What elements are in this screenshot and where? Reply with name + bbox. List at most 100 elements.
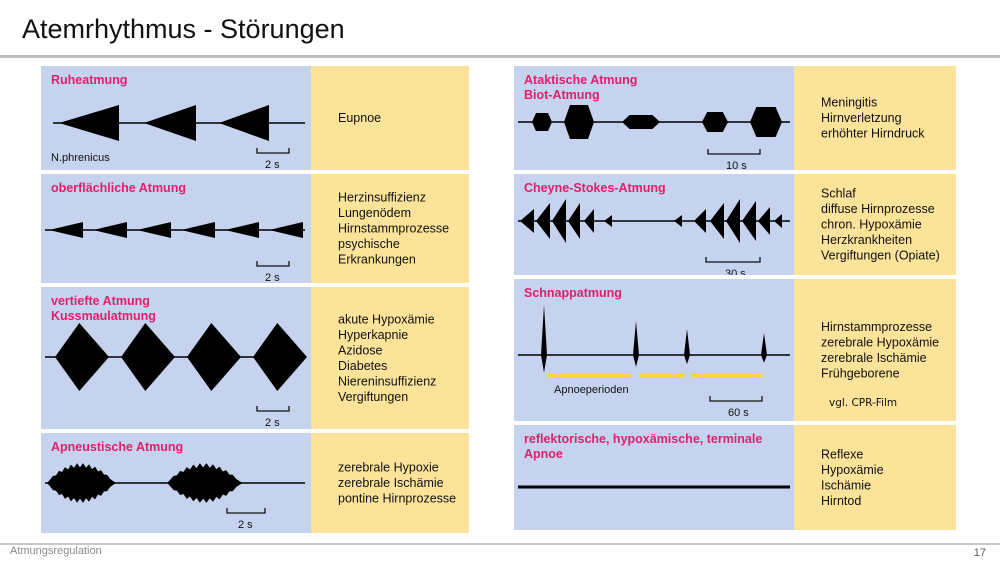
diagnosis-item: Diabetes — [338, 359, 387, 373]
panel-title: Apnoe — [524, 447, 563, 461]
panel-title: Ruheatmung — [51, 73, 127, 87]
diagnosis-item: Reflexe — [821, 447, 863, 461]
apneustic-burst — [167, 463, 259, 503]
gasp-spike — [684, 329, 690, 365]
title-divider — [0, 55, 1000, 58]
diagnosis-item: zerebrale Hypoxie — [338, 461, 439, 475]
diagnosis-area — [311, 287, 469, 429]
cheyne-stokes-burst — [552, 199, 566, 243]
right-panel-4: reflektorische, hypoxämische, terminaleA… — [514, 425, 956, 530]
panel-title: Biot-Atmung — [524, 88, 600, 102]
diagnosis-item: Vergiftungen (Opiate) — [821, 249, 940, 263]
diagnosis-item: Herzkrankheiten — [821, 233, 912, 247]
diagnosis-item: Hirnstammprozesse — [338, 222, 449, 236]
ataxic-burst — [622, 115, 660, 129]
panel-separator — [514, 421, 956, 425]
scale-label: 10 s — [726, 160, 747, 172]
breath-burst — [225, 222, 259, 238]
scale-bar — [256, 406, 290, 412]
apnoea-bar — [548, 373, 632, 378]
diagnosis-item: diffuse Hirnprozesse — [821, 202, 935, 216]
diagnosis-area — [311, 433, 469, 533]
apnoea-label: Apnoeperioden — [554, 384, 629, 396]
panel-title: Kussmaulatmung — [51, 309, 156, 323]
diagnosis-item: Lungenödem — [338, 206, 411, 220]
scale-bar — [707, 149, 761, 155]
ataxic-burst — [532, 113, 552, 131]
breath-burst — [59, 105, 119, 141]
nerve-label: N.phrenicus — [51, 152, 110, 164]
breath-burst — [269, 222, 303, 238]
panel-separator — [514, 170, 956, 174]
breath-burst — [181, 222, 215, 238]
diagnosis-item: Eupnoe — [338, 111, 381, 125]
diagnosis-item: Frühgeborene — [821, 366, 900, 380]
left-panel-2: oberflächliche AtmungHerzinsuffizienzLun… — [41, 174, 469, 284]
breath-burst — [49, 222, 83, 238]
scale-bar — [226, 508, 266, 514]
diagnosis-item: Erkrankungen — [338, 253, 416, 267]
scale-bar — [705, 257, 761, 263]
breath-burst — [55, 323, 109, 391]
gasp-spike — [541, 305, 547, 373]
diagnosis-area — [311, 66, 469, 170]
scale-bar — [709, 396, 763, 402]
diagnosis-item: Hirntod — [821, 494, 861, 508]
panel-title: Apneustische Atmung — [51, 440, 183, 454]
cheyne-stokes-burst — [568, 203, 580, 239]
scale-bar — [256, 148, 290, 154]
right-panel-3: SchnappatmungHirnstammprozessezerebrale … — [514, 279, 956, 421]
diagnosis-item: Niereninsuffizienz — [338, 374, 436, 388]
scale-label: 2 s — [265, 159, 280, 171]
diagnosis-item: Herzinsuffizienz — [338, 191, 426, 205]
cheyne-stokes-burst — [674, 215, 682, 227]
scale-label: 2 s — [238, 519, 253, 531]
diagnosis-item: Hypoxämie — [821, 463, 884, 477]
page-number: 17 — [973, 547, 986, 559]
scale-label: 60 s — [728, 407, 749, 419]
diagnosis-area — [794, 279, 956, 421]
cheyne-stokes-burst — [758, 207, 770, 235]
slide-title: Atemrhythmus - Störungen — [22, 14, 345, 44]
diagnosis-item: chron. Hypoxämie — [821, 218, 922, 232]
breath-burst — [219, 105, 269, 141]
panel-separator — [41, 170, 469, 174]
diagnosis-item: Ischämie — [821, 478, 871, 492]
panel-separator — [41, 283, 469, 287]
breath-burst — [137, 222, 171, 238]
cpr-film-note: vgl. CPR-Film — [829, 397, 898, 409]
right-panel-1: Ataktische AtmungBiot-AtmungMeningitisHi… — [514, 66, 956, 172]
scale-label: 2 s — [265, 417, 280, 429]
diagnosis-item: psychische — [338, 237, 400, 251]
footer-divider — [0, 543, 1000, 545]
cheyne-stokes-burst — [520, 209, 534, 233]
breath-burst — [187, 323, 241, 391]
panel-separator — [514, 275, 956, 279]
diagnosis-item: Meningitis — [821, 96, 877, 110]
cheyne-stokes-burst — [774, 214, 782, 228]
diagnosis-item: erhöhter Hirndruck — [821, 127, 925, 141]
diagnosis-area — [794, 425, 956, 530]
diagnosis-item: Vergiftungen — [338, 390, 408, 404]
diagnosis-area — [311, 174, 469, 283]
diagnosis-item: akute Hypoxämie — [338, 312, 435, 326]
cheyne-stokes-burst — [726, 199, 740, 243]
footer-label: Atmungsregulation — [10, 545, 102, 557]
diagnosis-item: zerebrale Ischämie — [338, 476, 444, 490]
diagnosis-item: zerebrale Ischämie — [821, 351, 927, 365]
apneustic-burst — [47, 463, 131, 503]
left-panel-4: Apneustische Atmung zerebrale Hypoxiezere… — [41, 433, 469, 533]
cheyne-stokes-burst — [584, 209, 594, 233]
ataxic-burst — [750, 107, 782, 137]
breath-burst — [144, 105, 196, 141]
cheyne-stokes-burst — [604, 215, 612, 227]
diagnosis-area — [794, 174, 956, 275]
gasp-spike — [633, 321, 639, 367]
apnoea-bar — [640, 373, 684, 378]
diagnosis-item: Hirnverletzung — [821, 111, 902, 125]
trace-area — [514, 279, 794, 421]
panel-title: oberflächliche Atmung — [51, 181, 186, 195]
